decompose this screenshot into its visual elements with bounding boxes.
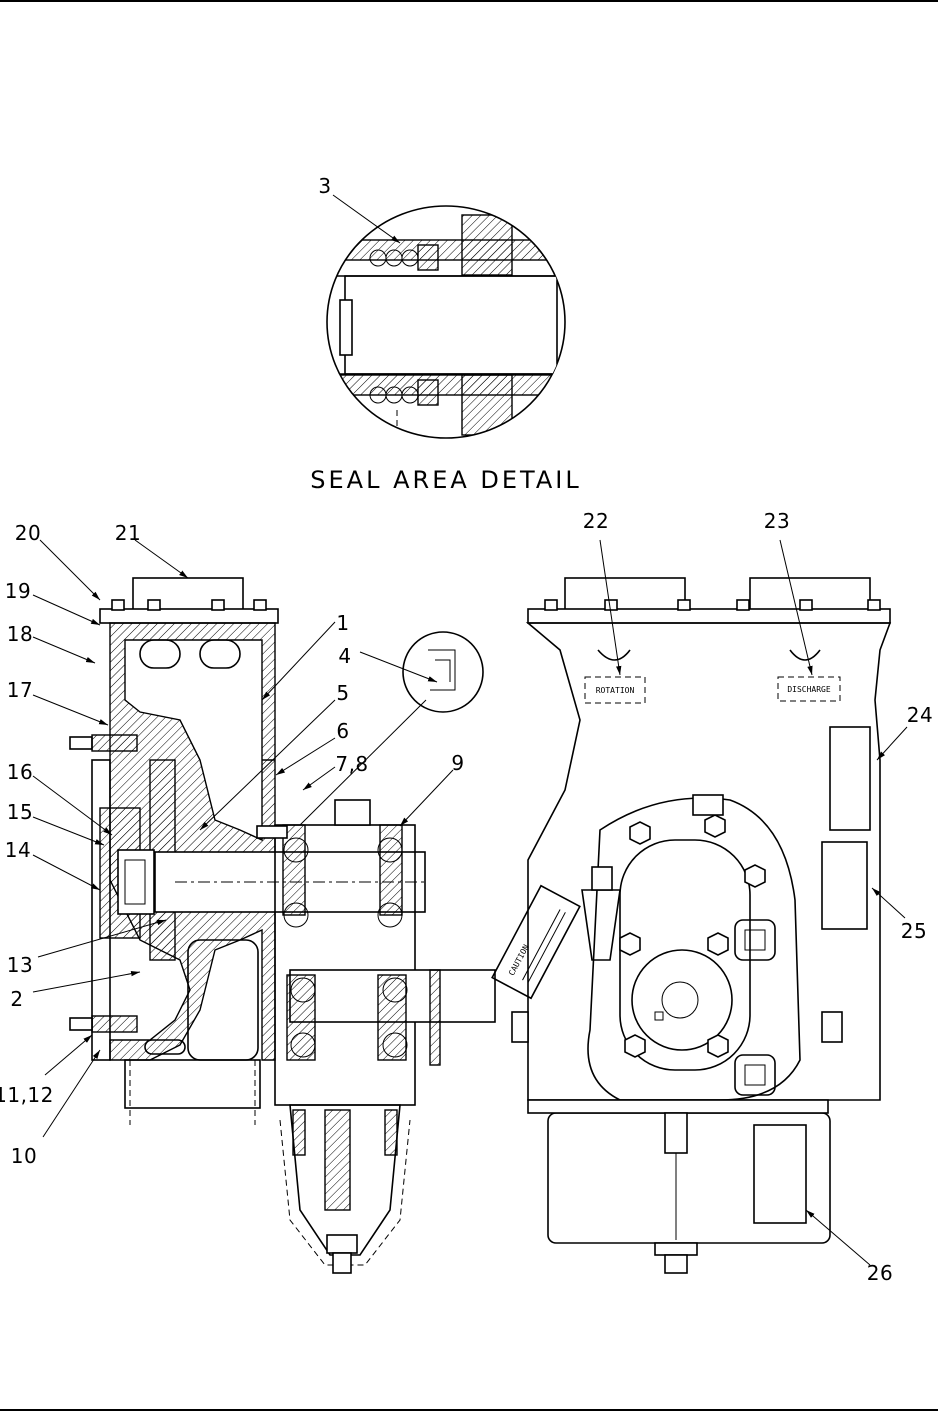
leader-14 [32,854,101,891]
seal-zoom-circle [299,631,484,826]
bottom-rule [0,1409,938,1411]
section-view [69,577,496,1274]
leader-6 [275,737,336,776]
leader-24 [876,726,908,761]
callout-11-12: 11,12 [0,1083,54,1107]
discharge-decal-text: DISCHARGE [787,685,831,694]
rotation-decal-text: ROTATION [596,686,635,695]
leader-17 [32,694,109,726]
leader-1 [261,621,336,701]
callout-5: 5 [336,681,349,705]
callout-2: 2 [10,987,23,1011]
seal-area-detail: SEAL AREA DETAIL [310,205,581,494]
callout-19: 19 [5,579,31,603]
callout-6: 6 [336,719,349,743]
callout-labels: 3 20 21 19 18 17 16 15 14 13 2 11,12 10 … [0,174,933,1285]
callout-17: 17 [7,678,33,702]
discharge-decal: DISCHARGE [777,676,841,702]
leader-25 [871,887,906,919]
leader-20 [39,539,101,601]
leader-18 [32,636,96,664]
callout-24: 24 [907,703,933,727]
callout-16: 16 [7,760,33,784]
callout-7-8: 7,8 [335,752,368,776]
elevation-view [511,577,892,1274]
leader-lines [32,194,908,1266]
leader-2 [32,970,141,993]
callout-15: 15 [7,800,33,824]
callout-23: 23 [764,509,790,533]
leader-16 [32,775,113,836]
leader-15 [32,816,105,846]
leader-4 [359,651,438,683]
callout-26: 26 [867,1261,893,1285]
callout-18: 18 [7,622,33,646]
leader-22 [599,539,622,676]
leader-21 [134,539,189,579]
leader-9 [399,769,454,827]
leader-10 [42,1049,101,1138]
leader-11-12 [44,1034,93,1076]
leader-3 [332,194,401,244]
detail-title: SEAL AREA DETAIL [310,466,581,494]
callout-14: 14 [5,838,31,862]
leader-26 [805,1209,871,1266]
callout-10: 10 [11,1144,37,1168]
top-rule [0,0,938,2]
callout-22: 22 [583,509,609,533]
leader-13 [37,919,167,958]
callout-1: 1 [336,611,349,635]
leader-7-8 [302,766,336,791]
leader-19 [32,594,101,626]
caution-decal: CAUTION [491,884,581,1000]
callout-9: 9 [451,751,464,775]
rotation-decal: ROTATION [584,676,646,704]
callout-13: 13 [7,953,33,977]
callout-21: 21 [115,521,141,545]
callout-3: 3 [318,174,331,198]
callout-20: 20 [15,521,41,545]
leader-23 [779,539,813,676]
callout-4: 4 [338,644,351,668]
leader-5 [199,699,336,831]
callout-25: 25 [901,919,927,943]
